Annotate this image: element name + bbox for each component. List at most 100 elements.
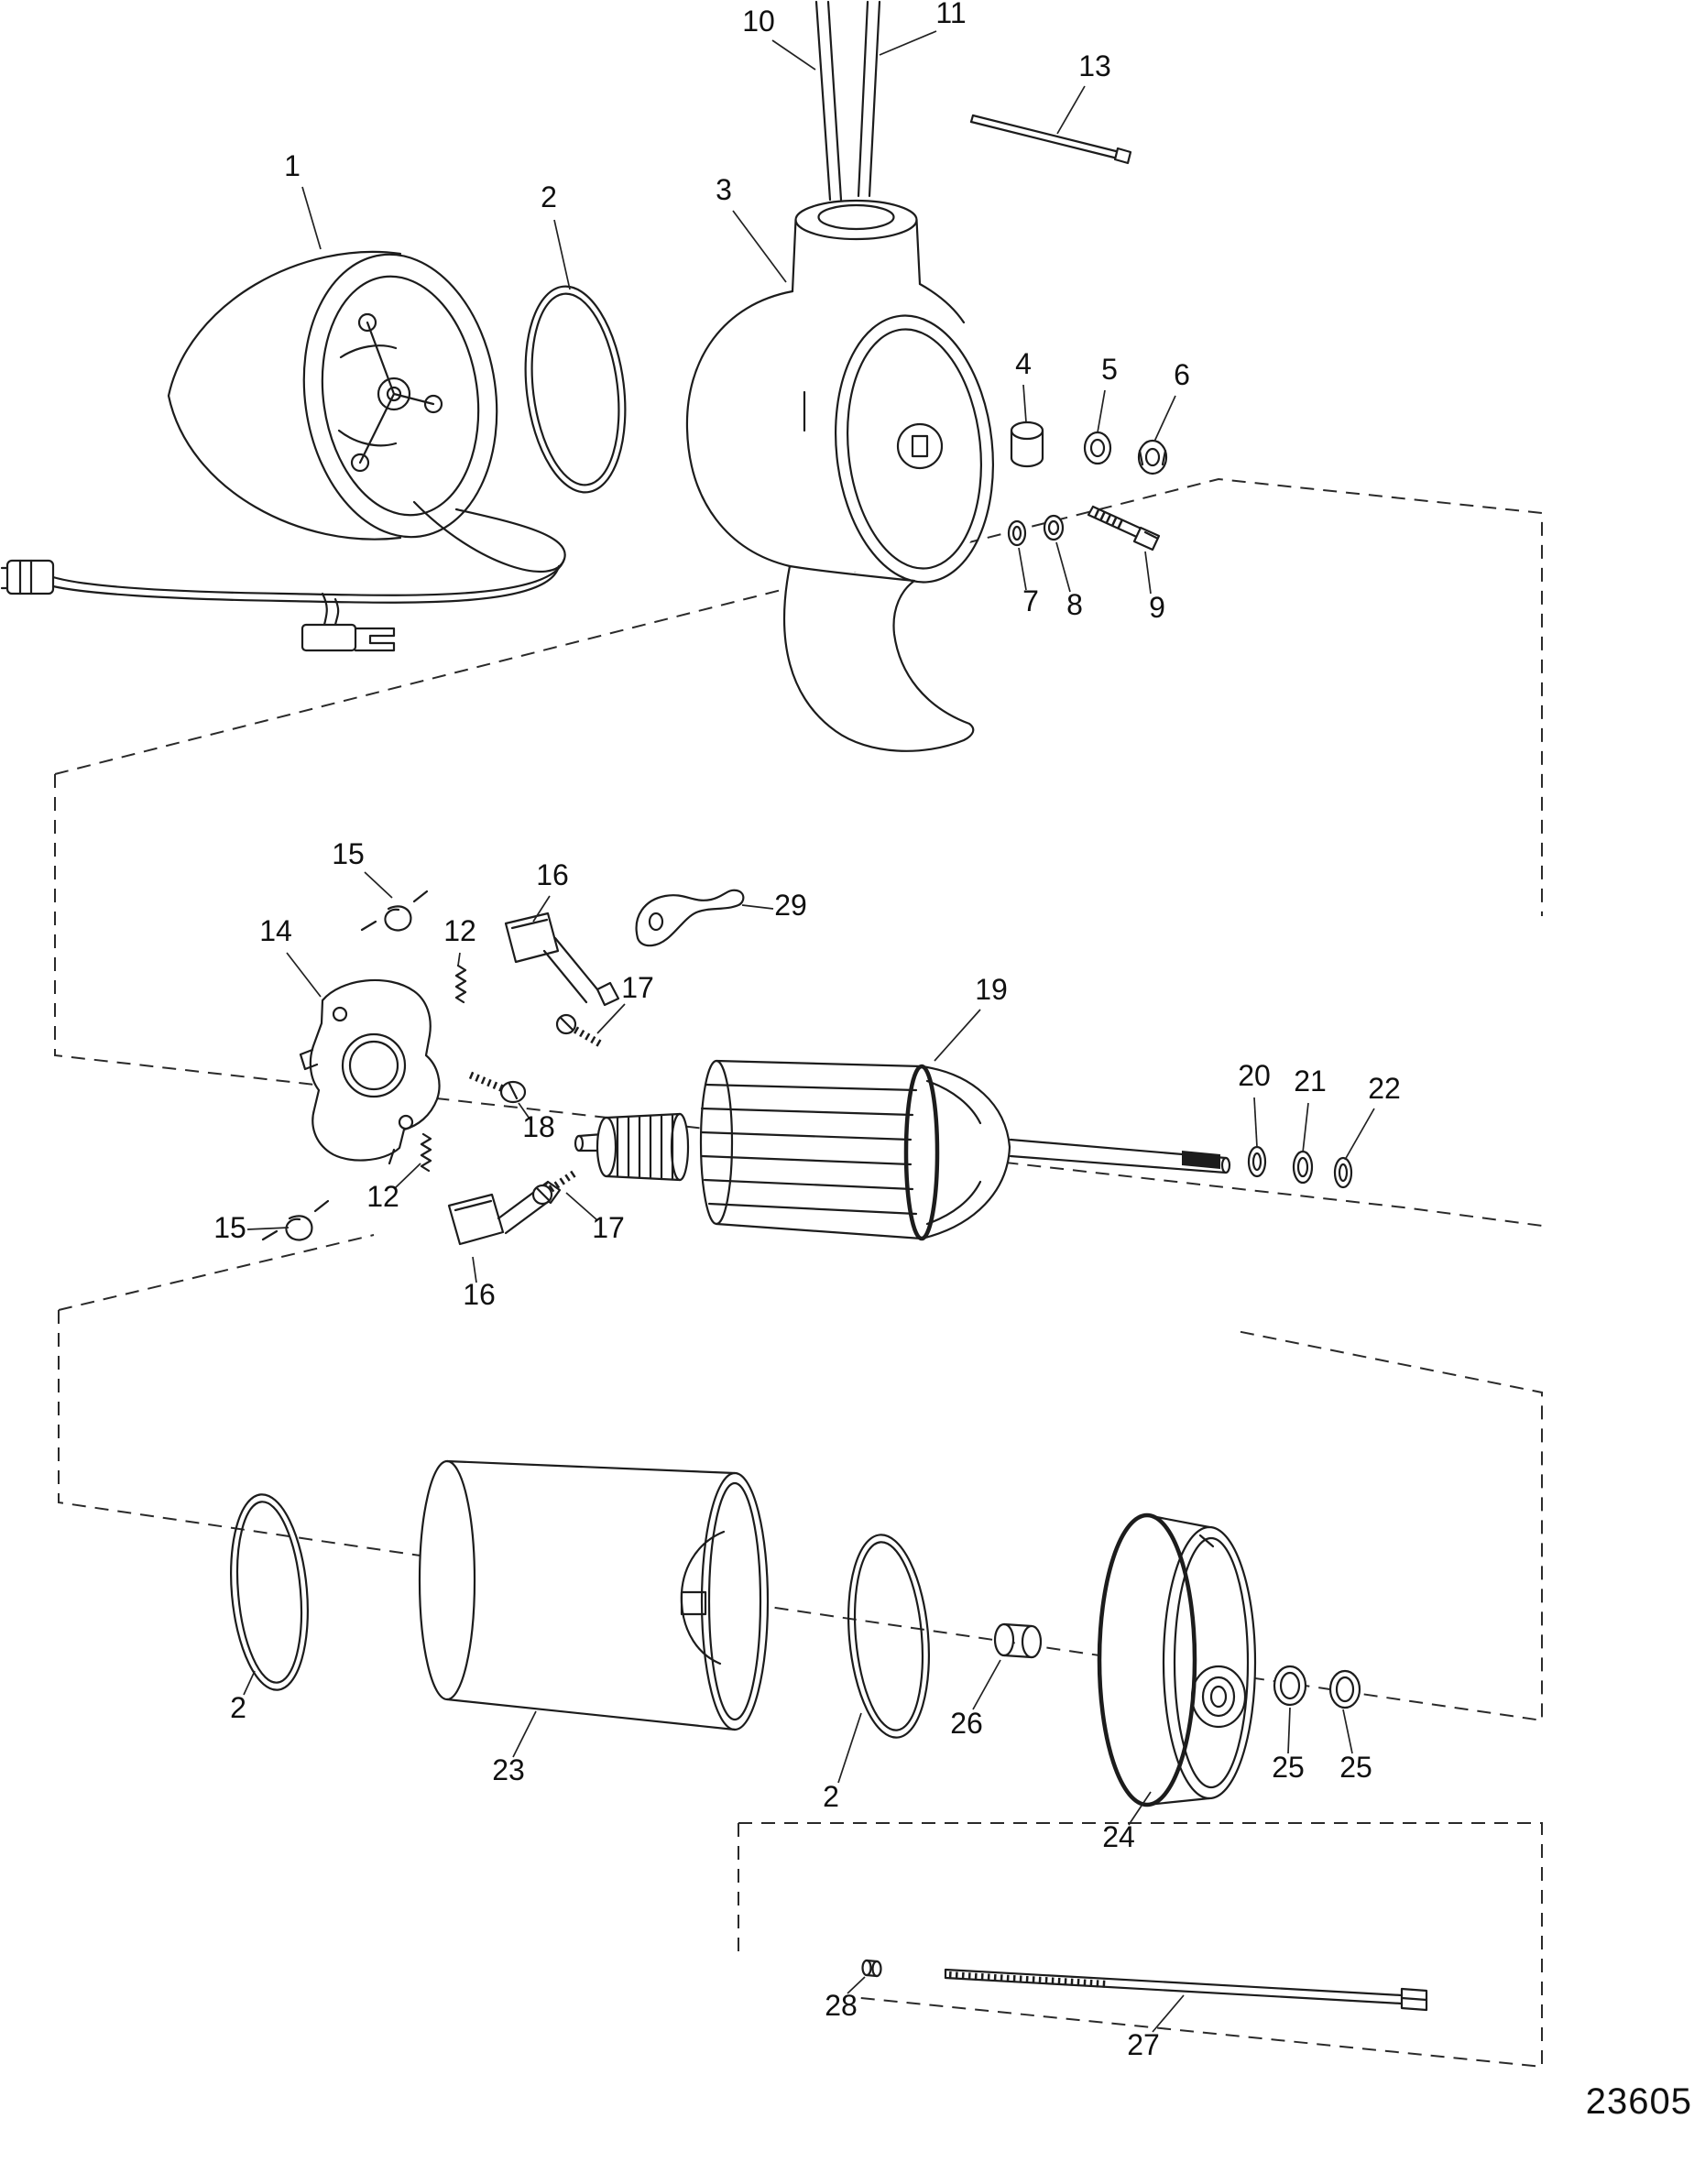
callout-3-2: 3 (716, 173, 787, 283)
callout-leader-line (565, 1192, 598, 1221)
callout-label: 19 (975, 973, 1008, 1006)
callout-leader-line (532, 895, 551, 923)
drawing-number: 23605 (1585, 2081, 1692, 2122)
callout-4-3: 4 (1015, 347, 1032, 423)
callout-leader-line (1253, 1097, 1258, 1148)
callout-16-13: 16 (532, 858, 569, 923)
callout-6-5: 6 (1153, 358, 1190, 442)
callout-leader-line (1055, 541, 1071, 593)
part-spring-12a (454, 964, 467, 1004)
callout-9-8: 9 (1144, 551, 1165, 624)
callout-leader-line (837, 1712, 862, 1784)
callout-22-21: 22 (1344, 1072, 1401, 1161)
part-bushing-26 (993, 1622, 1043, 1659)
callout-label: 2 (541, 180, 557, 213)
callout-leader-line (1056, 85, 1086, 135)
part-brush-end-cap-14 (299, 978, 441, 1165)
callout-label: 2 (823, 1780, 839, 1813)
callout-label: 10 (742, 5, 775, 38)
callout-13-11: 13 (1056, 49, 1111, 135)
callout-16-26: 16 (463, 1256, 496, 1311)
callout-27-35: 27 (1127, 1994, 1185, 2061)
callout-label: 17 (621, 971, 654, 1004)
part-washer-21 (1292, 1150, 1314, 1185)
callout-leader-line (472, 1256, 477, 1283)
callout-12-16: 12 (443, 914, 476, 966)
callout-label: 2 (230, 1691, 246, 1724)
callout-label: 21 (1294, 1065, 1327, 1097)
callout-leader-line (879, 30, 937, 56)
callout-29-14: 29 (741, 889, 807, 922)
part-bearing-25b (1328, 1669, 1361, 1709)
callout-20-19: 20 (1238, 1059, 1271, 1148)
callout-leader-line (732, 210, 787, 283)
part-brush-holder-16b (447, 1180, 562, 1246)
part-brush-spring-15a (360, 890, 429, 932)
callout-leader-line (741, 904, 774, 910)
callout-leader-line (1342, 1709, 1353, 1754)
callout-label: 9 (1149, 591, 1165, 624)
callout-label: 7 (1022, 584, 1039, 617)
callout-label: 13 (1078, 49, 1111, 82)
callout-leader-line (512, 1710, 537, 1758)
callout-label: 4 (1015, 347, 1032, 380)
callout-label: 11 (935, 0, 966, 29)
part-thru-bolt-27 (944, 1968, 1428, 2012)
callout-8-7: 8 (1055, 541, 1083, 621)
part-washer-20 (1247, 1145, 1267, 1178)
callout-label: 23 (492, 1753, 525, 1786)
callout-7-6: 7 (1018, 547, 1039, 617)
callout-label: 27 (1127, 2028, 1160, 2061)
part-bracket-29 (635, 889, 745, 947)
part-nut-6 (1137, 439, 1168, 475)
callout-leader-line (847, 1976, 866, 1994)
part-washer-22 (1333, 1156, 1353, 1189)
callout-label: 1 (284, 149, 301, 182)
callout-label: 8 (1066, 588, 1083, 621)
callout-leader-line (1097, 389, 1106, 433)
callout-label: 24 (1102, 1820, 1135, 1853)
callout-12-23: 12 (366, 1163, 421, 1213)
callout-leader-line (1018, 547, 1027, 591)
part-spacer-4 (1010, 420, 1044, 468)
callout-label: 17 (592, 1211, 625, 1244)
part-lockwasher-7 (1007, 519, 1027, 547)
part-battery-cables (814, 0, 881, 202)
callout-leader-line (1344, 1108, 1375, 1161)
callout-label: 15 (213, 1211, 246, 1244)
callout-15-12: 15 (332, 837, 393, 899)
callout-label: 14 (259, 914, 292, 947)
callout-leader-line (1128, 1791, 1152, 1826)
callout-label: 16 (463, 1278, 496, 1311)
callout-label: 22 (1368, 1072, 1401, 1105)
part-oring-2b (230, 1493, 309, 1691)
callout-label: 5 (1101, 353, 1118, 386)
callout-leader-line (301, 186, 322, 250)
callout-leader-line (1153, 395, 1176, 442)
part-oring-2a (524, 285, 627, 494)
callout-leader-line (393, 1163, 421, 1190)
callout-17-17: 17 (596, 971, 654, 1034)
part-screw-17b (531, 1169, 578, 1206)
part-bolt-9 (1087, 505, 1161, 551)
callout-leader-line (457, 952, 461, 966)
callout-leader-line (518, 1102, 532, 1122)
part-pin-13 (969, 114, 1132, 165)
callout-leader-line (364, 871, 393, 899)
callout-label: 29 (774, 889, 807, 922)
part-oring-2c (847, 1534, 931, 1739)
part-screw-18 (465, 1070, 527, 1104)
part-pin-28 (861, 1959, 882, 1978)
callout-label: 18 (522, 1110, 555, 1143)
callout-leader-line (972, 1659, 1001, 1710)
callout-2-29: 2 (823, 1712, 862, 1813)
callout-label: 26 (950, 1707, 983, 1740)
callout-label: 28 (825, 1989, 858, 2022)
part-nut-8 (1043, 514, 1065, 541)
callout-leader-line (1152, 1994, 1185, 2033)
callout-19-18: 19 (934, 973, 1008, 1062)
callout-18-22: 18 (518, 1102, 555, 1143)
part-washer-5 (1083, 431, 1112, 465)
part-armature-19 (574, 1059, 1231, 1241)
